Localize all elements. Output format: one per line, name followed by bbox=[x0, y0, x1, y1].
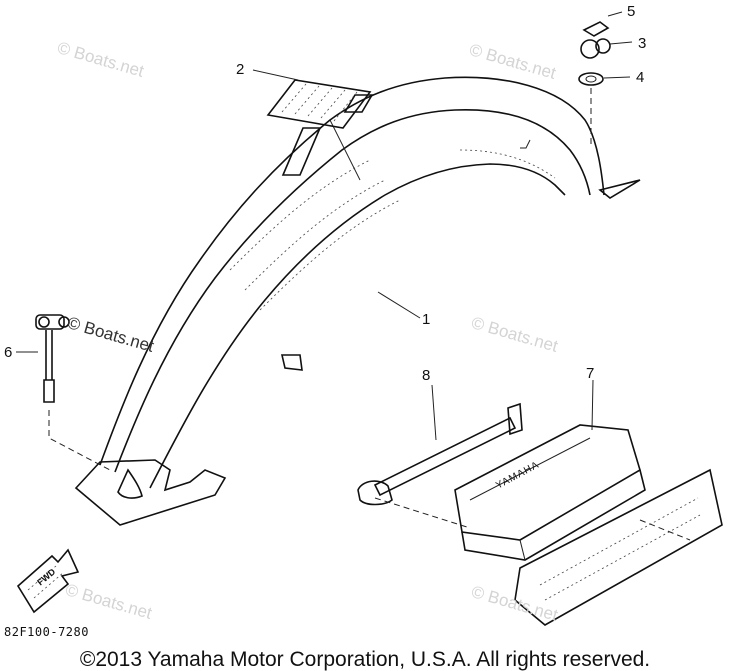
part-number: 82F100-7280 bbox=[4, 625, 89, 639]
callout-6: 6 bbox=[4, 344, 13, 361]
decal-part-2 bbox=[266, 79, 372, 129]
callout-4: 4 bbox=[636, 69, 645, 86]
assembly-guide-lines bbox=[374, 497, 691, 541]
leader-lines bbox=[16, 11, 633, 441]
callout-1: 1 bbox=[422, 311, 431, 328]
callout-5: 5 bbox=[627, 3, 636, 20]
hardware-parts-3-4-5 bbox=[578, 21, 611, 145]
copyright-notice: ©2013 Yamaha Motor Corporation, U.S.A. A… bbox=[79, 648, 651, 671]
fwd-arrow-icon bbox=[16, 548, 80, 614]
callout-2: 2 bbox=[236, 61, 245, 78]
callout-8: 8 bbox=[422, 367, 431, 384]
fender-part-1 bbox=[74, 76, 641, 526]
strap-part-8 bbox=[357, 402, 523, 506]
callout-7: 7 bbox=[586, 365, 595, 382]
toolbox-part-7 bbox=[454, 424, 723, 626]
callout-3: 3 bbox=[638, 35, 647, 52]
rod-part-6 bbox=[35, 314, 111, 471]
